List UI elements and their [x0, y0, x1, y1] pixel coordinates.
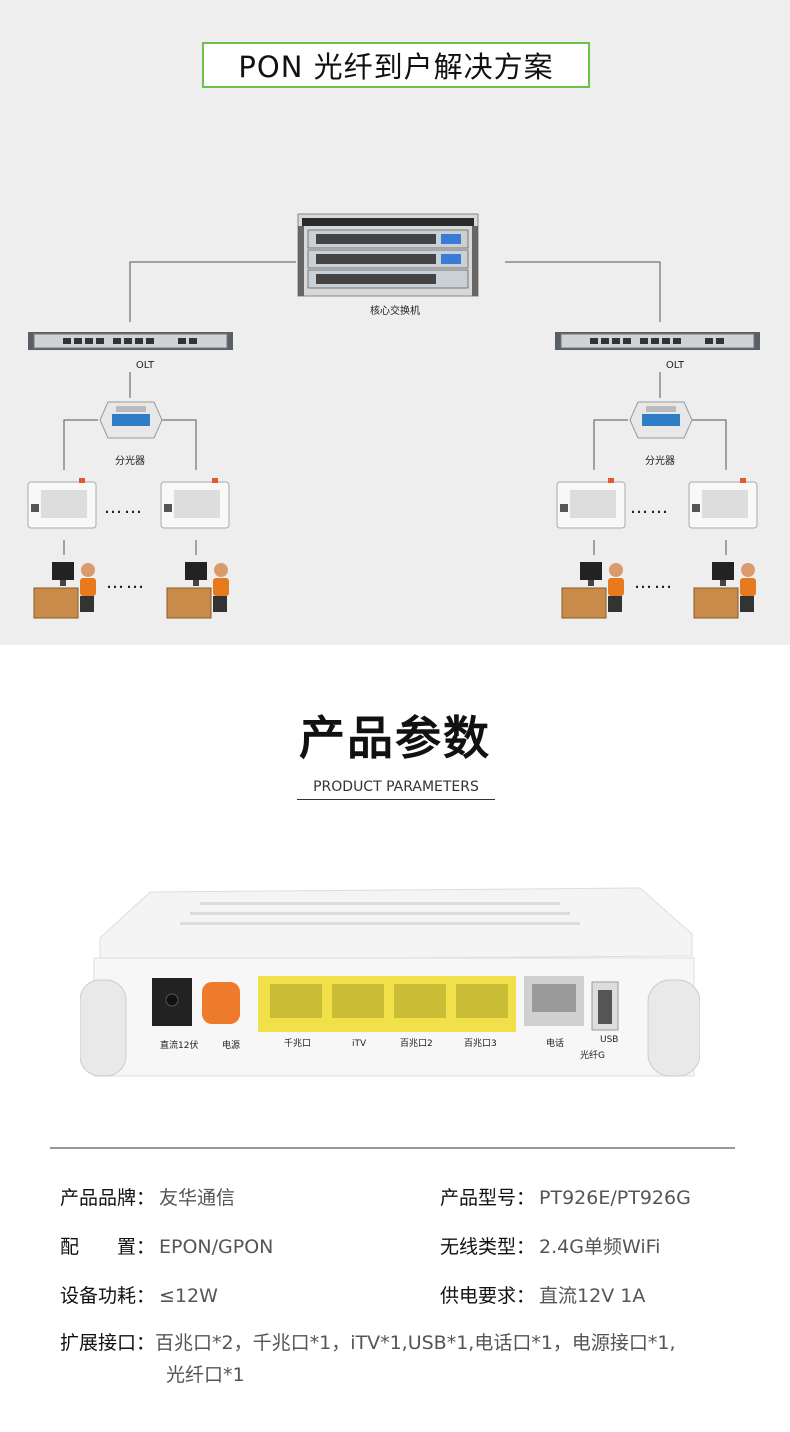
param-brand-key: 产品品牌：	[60, 1187, 156, 1209]
olt-left-icon	[28, 332, 233, 350]
onu-icon	[160, 478, 230, 529]
param-ports-value-2: 光纤口*1	[166, 1364, 245, 1386]
ellipsis: ……	[634, 572, 674, 593]
diagram-title: PON 光纤到户解决方案	[202, 42, 590, 88]
ellipsis: ……	[104, 497, 144, 518]
port-label-fe2: 百兆口2	[400, 1038, 433, 1049]
port-label-phone: 电话	[546, 1037, 564, 1049]
param-supply-value: 直流12V 1A	[539, 1285, 646, 1307]
param-ports-key: 扩展接口：	[60, 1332, 156, 1354]
ellipsis: ……	[106, 572, 146, 593]
param-model: 产品型号：PT926E/PT926G	[440, 1183, 691, 1210]
core-switch-label: 核心交换机	[370, 306, 420, 317]
onu-icon	[27, 478, 97, 529]
network-diagram: PON 光纤到户解决方案	[0, 0, 790, 645]
param-brand-value: 友华通信	[159, 1187, 236, 1209]
ellipsis: ……	[630, 497, 670, 518]
olt-right-label: OLT	[665, 360, 685, 371]
onu-icon	[556, 478, 626, 529]
onu-icon	[688, 478, 758, 529]
param-config-value: EPON/GPON	[159, 1236, 274, 1258]
pc-user-icon	[33, 562, 96, 619]
port-label-usb: USB	[600, 1035, 618, 1045]
param-power-value: ≤12W	[159, 1285, 218, 1307]
param-wifi: 无线类型：2.4G单频WiFi	[440, 1232, 660, 1259]
port-label-itv: iTV	[352, 1039, 367, 1049]
splitter-left-label: 分光器	[115, 456, 145, 467]
splitter-right-icon	[629, 401, 693, 439]
section-title: 产品参数	[299, 711, 491, 765]
olt-left-label: OLT	[135, 360, 155, 371]
divider	[50, 1147, 735, 1149]
section-subtitle: PRODUCT PARAMETERS	[297, 779, 495, 800]
param-model-key: 产品型号：	[440, 1187, 536, 1209]
param-supply: 供电要求：直流12V 1A	[440, 1281, 645, 1308]
port-label-fe3: 百兆口3	[464, 1038, 497, 1049]
splitter-right-label: 分光器	[645, 456, 675, 467]
param-wifi-value: 2.4G单频WiFi	[539, 1236, 661, 1258]
param-ports-value: 百兆口*2，千兆口*1，iTV*1,USB*1,电话口*1，电源接口*1,	[155, 1332, 676, 1354]
connector-lines	[63, 261, 727, 555]
param-model-value: PT926E/PT926G	[539, 1187, 691, 1209]
olt-right-icon	[555, 332, 760, 350]
param-brand: 产品品牌：友华通信	[60, 1183, 235, 1210]
port-label-power: 电源	[222, 1039, 240, 1051]
param-config-key: 配 置：	[60, 1236, 156, 1258]
pc-user-icon	[166, 562, 229, 619]
splitter-left-icon	[99, 401, 163, 439]
pc-user-icon	[561, 562, 624, 619]
port-label-dc: 直流12伏	[160, 1039, 198, 1051]
core-switch-icon	[297, 213, 479, 297]
param-power: 设备功耗：≤12W	[60, 1281, 218, 1308]
product-rear-photo: 直流12伏 电源 千兆口 iTV 百兆口2 百兆口3 电话 USB 光纤G	[80, 887, 700, 1077]
param-power-key: 设备功耗：	[60, 1285, 156, 1307]
port-label-gig: 千兆口	[284, 1038, 311, 1049]
param-wifi-key: 无线类型：	[440, 1236, 536, 1258]
param-config: 配 置：EPON/GPON	[60, 1232, 273, 1259]
param-supply-key: 供电要求：	[440, 1285, 536, 1307]
pc-user-icon	[693, 562, 756, 619]
param-ports: 扩展接口：百兆口*2，千兆口*1，iTV*1,USB*1,电话口*1，电源接口*…	[60, 1326, 760, 1360]
port-label-fiber: 光纤G	[580, 1049, 605, 1061]
